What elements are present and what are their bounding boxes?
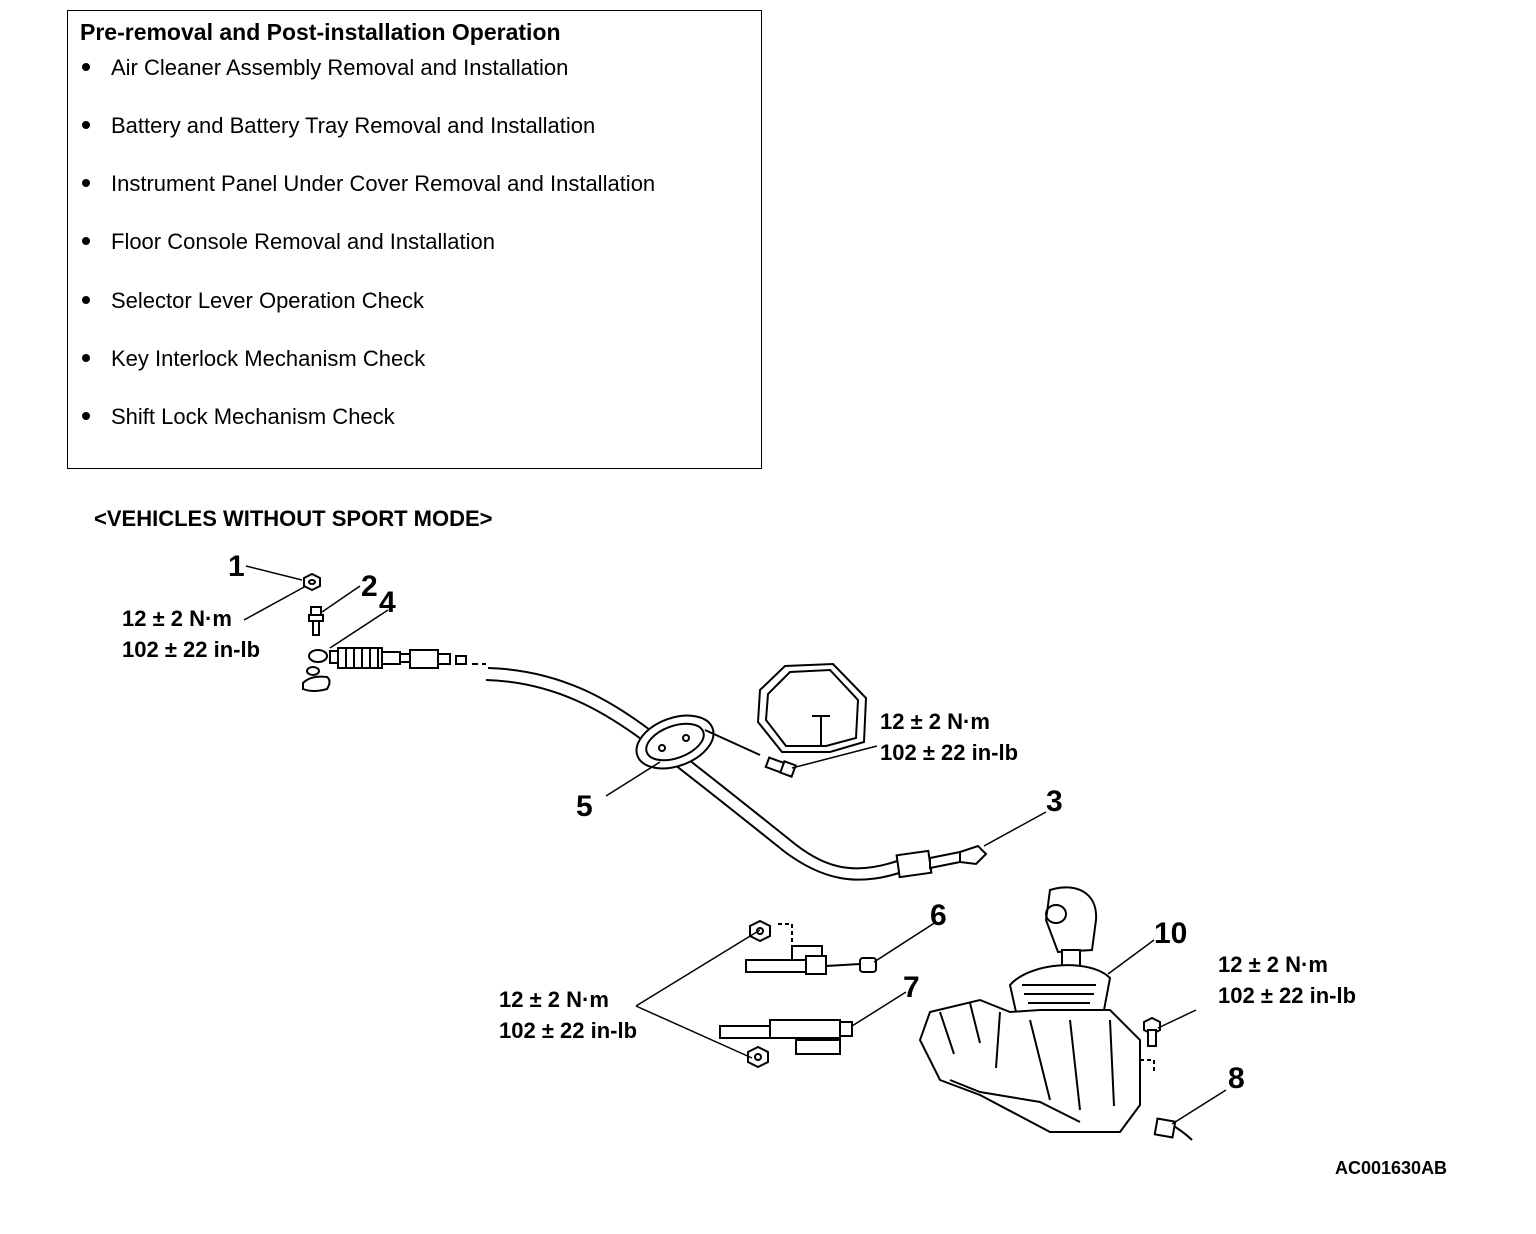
callout-2: 2 [361, 570, 378, 603]
callout-8: 8 [1228, 1062, 1245, 1095]
callout-4: 4 [379, 586, 396, 619]
bullet-icon [82, 354, 90, 363]
operation-item: Floor Console Removal and Installation [82, 229, 495, 255]
callout-1: 1 [228, 550, 245, 583]
operations-box: Pre-removal and Post-installation Operat… [67, 10, 762, 469]
bolt-right [1143, 1016, 1161, 1047]
diagram-subtitle: <VEHICLES WITHOUT SPORT MODE> [94, 506, 493, 531]
svg-text:12 ± 2 N·m: 12 ± 2 N·m [499, 987, 609, 1012]
callout-labels: 1 2 4 5 3 6 7 10 8 [228, 550, 1245, 1095]
callout-5: 5 [576, 790, 593, 823]
torque-spec-1: 12 ± 2 N·m 102 ± 22 in-lb [122, 606, 260, 662]
nut-lower [747, 1045, 769, 1069]
svg-text:102 ± 22 in-lb: 102 ± 22 in-lb [122, 637, 260, 662]
cable-end-part-4 [329, 647, 486, 669]
pin-part-2 [308, 606, 324, 636]
callout-10: 10 [1154, 917, 1187, 950]
switch-part-6 [745, 945, 877, 975]
bullet-icon [82, 63, 90, 72]
svg-text:12 ± 2 N·m: 12 ± 2 N·m [1218, 952, 1328, 977]
connector-part-8 [1153, 1117, 1193, 1141]
nut-upper [749, 919, 771, 943]
bolt-cover [764, 756, 797, 778]
bullet-icon [82, 179, 90, 188]
bullet-icon [82, 121, 90, 130]
operation-item: Shift Lock Mechanism Check [82, 404, 395, 430]
torque-spec-4: 12 ± 2 N·m 102 ± 22 in-lb [1218, 952, 1356, 1008]
nut-part-1 [303, 572, 321, 592]
clip-part [302, 649, 331, 692]
bullet-icon [82, 296, 90, 305]
svg-text:102 ± 22 in-lb: 102 ± 22 in-lb [1218, 983, 1356, 1008]
control-cable [485, 667, 988, 881]
torque-spec-3: 12 ± 2 N·m 102 ± 22 in-lb [499, 987, 637, 1043]
operation-item: Air Cleaner Assembly Removal and Install… [82, 55, 568, 81]
selector-lever-part-10 [918, 886, 1155, 1133]
callout-6: 6 [930, 899, 947, 932]
operation-item: Instrument Panel Under Cover Removal and… [82, 171, 655, 197]
cover-plate [756, 662, 868, 753]
svg-text:102 ± 22 in-lb: 102 ± 22 in-lb [880, 740, 1018, 765]
operation-item: Battery and Battery Tray Removal and Ins… [82, 113, 595, 139]
svg-text:12 ± 2 N·m: 12 ± 2 N·m [122, 606, 232, 631]
torque-spec-2: 12 ± 2 N·m 102 ± 22 in-lb [880, 709, 1018, 765]
leader-lines [243, 565, 1227, 1125]
operation-item: Key Interlock Mechanism Check [82, 346, 425, 372]
figure-id: AC001630AB [1335, 1158, 1448, 1178]
bullet-icon [82, 237, 90, 246]
operations-title: Pre-removal and Post-installation Operat… [80, 19, 561, 45]
svg-text:102 ± 22 in-lb: 102 ± 22 in-lb [499, 1018, 637, 1043]
solenoid-part-7 [719, 1019, 853, 1055]
operation-item: Selector Lever Operation Check [82, 288, 424, 314]
callout-7: 7 [903, 971, 920, 1004]
svg-text:12 ± 2 N·m: 12 ± 2 N·m [880, 709, 990, 734]
bullet-icon [82, 412, 90, 421]
grommet-part-5 [635, 714, 761, 770]
callout-3: 3 [1046, 785, 1063, 818]
